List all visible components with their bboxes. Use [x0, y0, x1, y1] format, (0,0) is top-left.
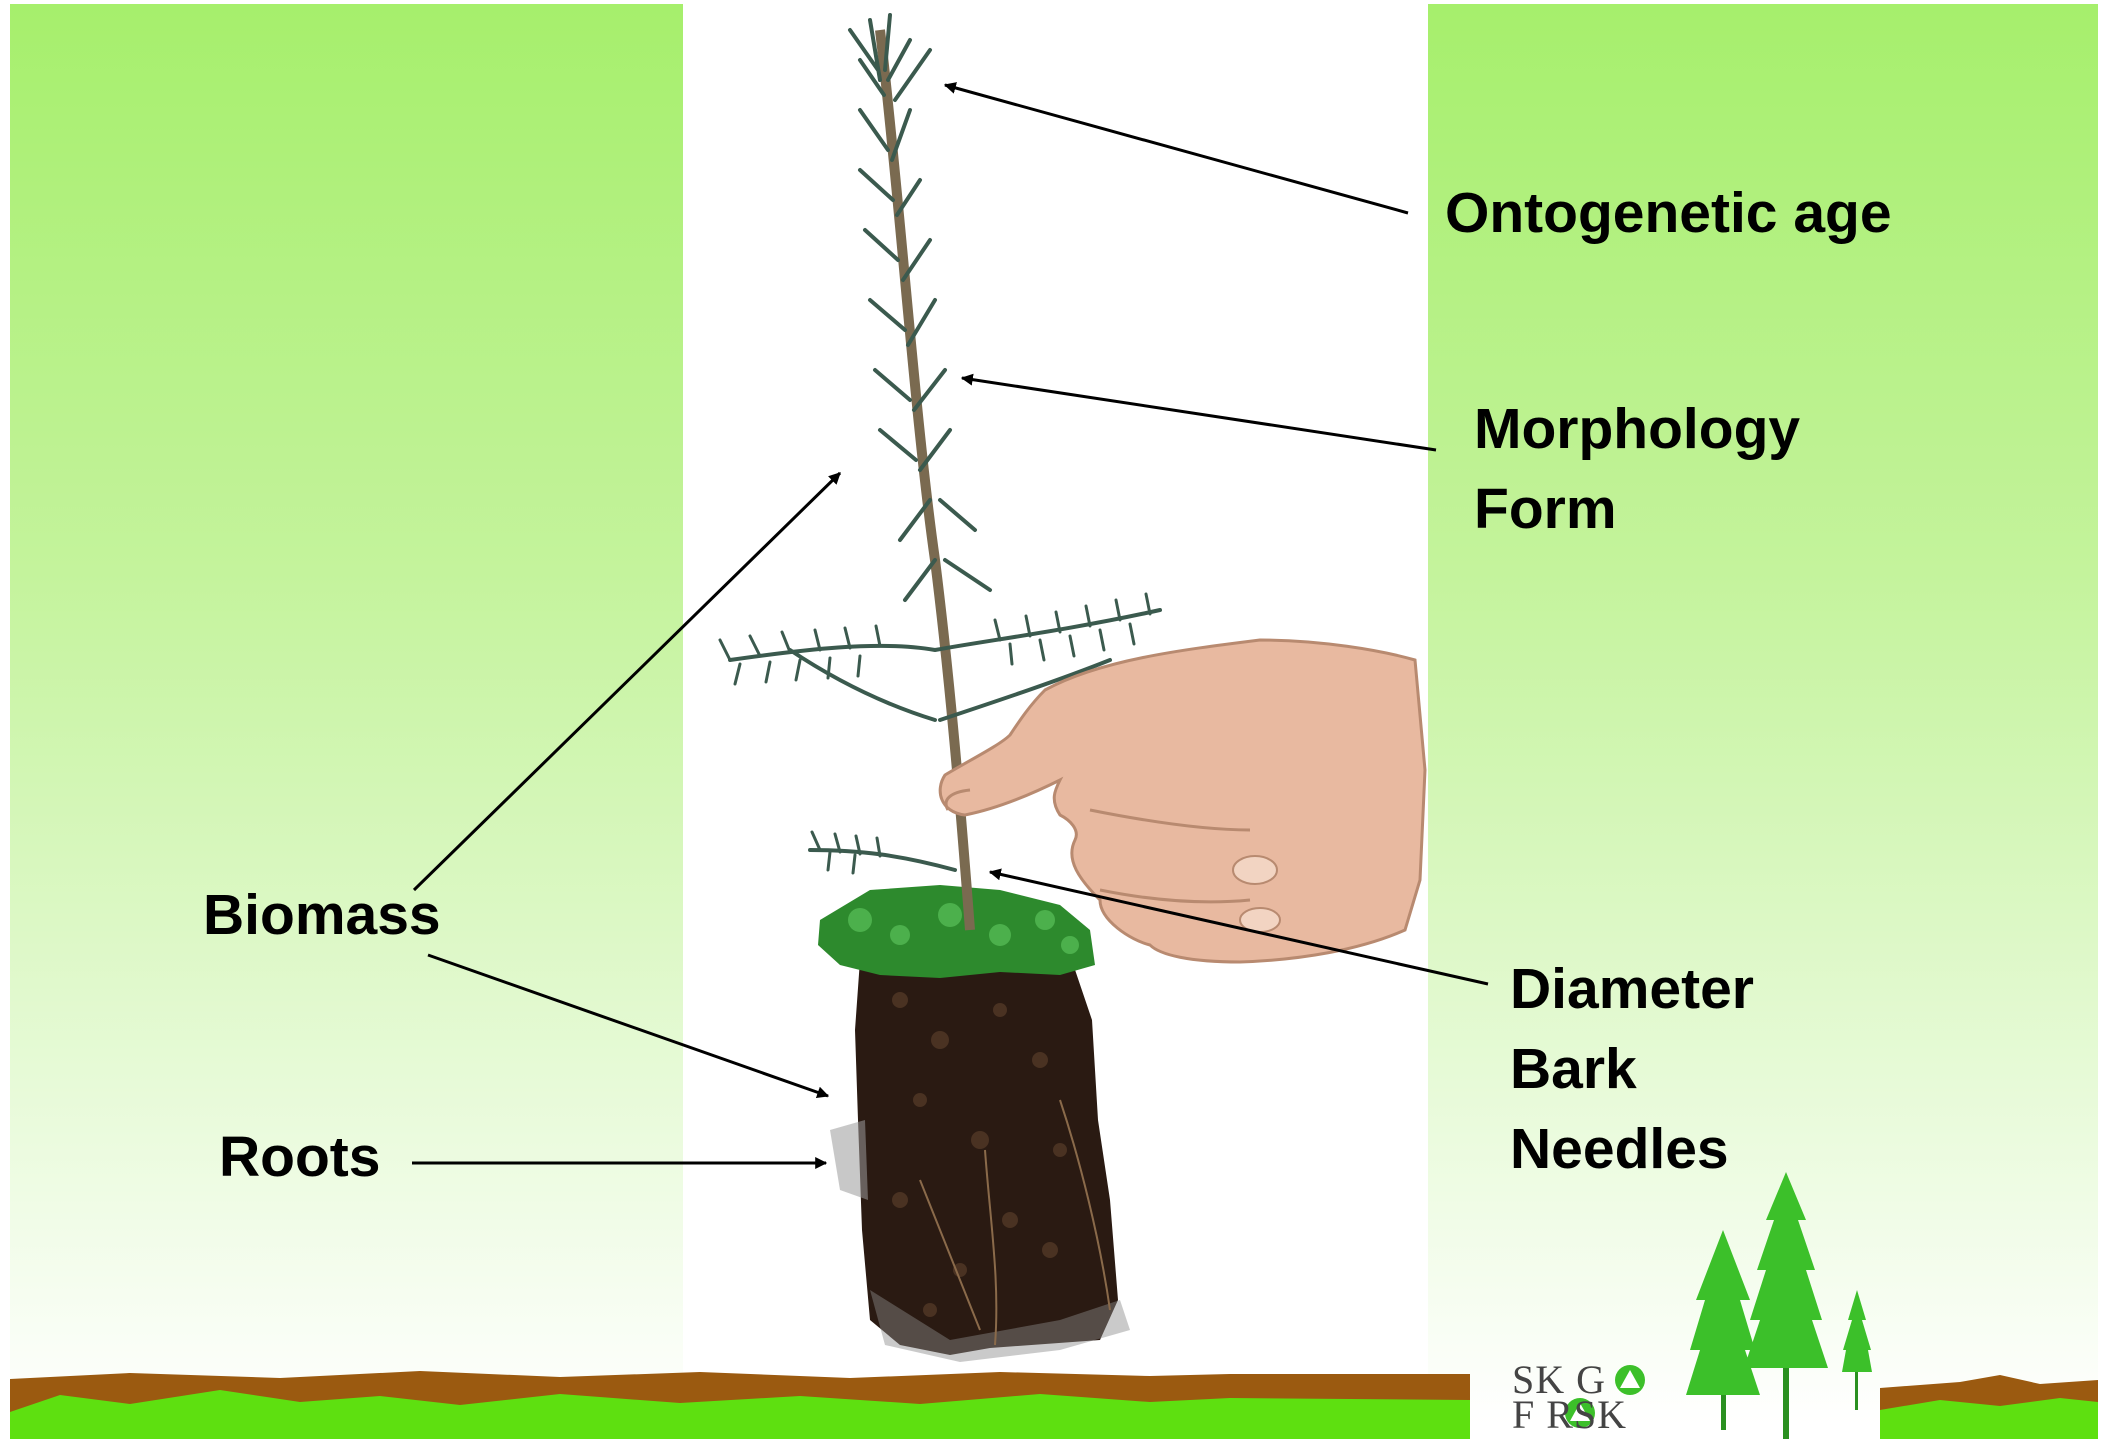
- label-ontogenetic-age: Ontogenetic age: [1445, 185, 1892, 242]
- label-morphology: Morphology: [1474, 401, 1800, 458]
- root-plug: [830, 955, 1130, 1362]
- tree-icons: [1686, 1172, 1872, 1439]
- label-form: Form: [1474, 481, 1617, 538]
- arrow-ontogenetic-age: [945, 85, 1408, 213]
- arrow-morphology: [962, 378, 1436, 450]
- label-bark: Bark: [1510, 1041, 1637, 1098]
- label-roots: Roots: [219, 1129, 380, 1186]
- label-biomass: Biomass: [203, 887, 441, 944]
- moss: [818, 885, 1095, 978]
- arrow-biomass-roots: [428, 955, 828, 1096]
- label-diameter: Diameter: [1510, 961, 1754, 1018]
- logo-text-line2: F RSK: [1512, 1395, 1627, 1435]
- label-needles: Needles: [1510, 1121, 1729, 1178]
- arrow-biomass-shoot: [414, 473, 840, 890]
